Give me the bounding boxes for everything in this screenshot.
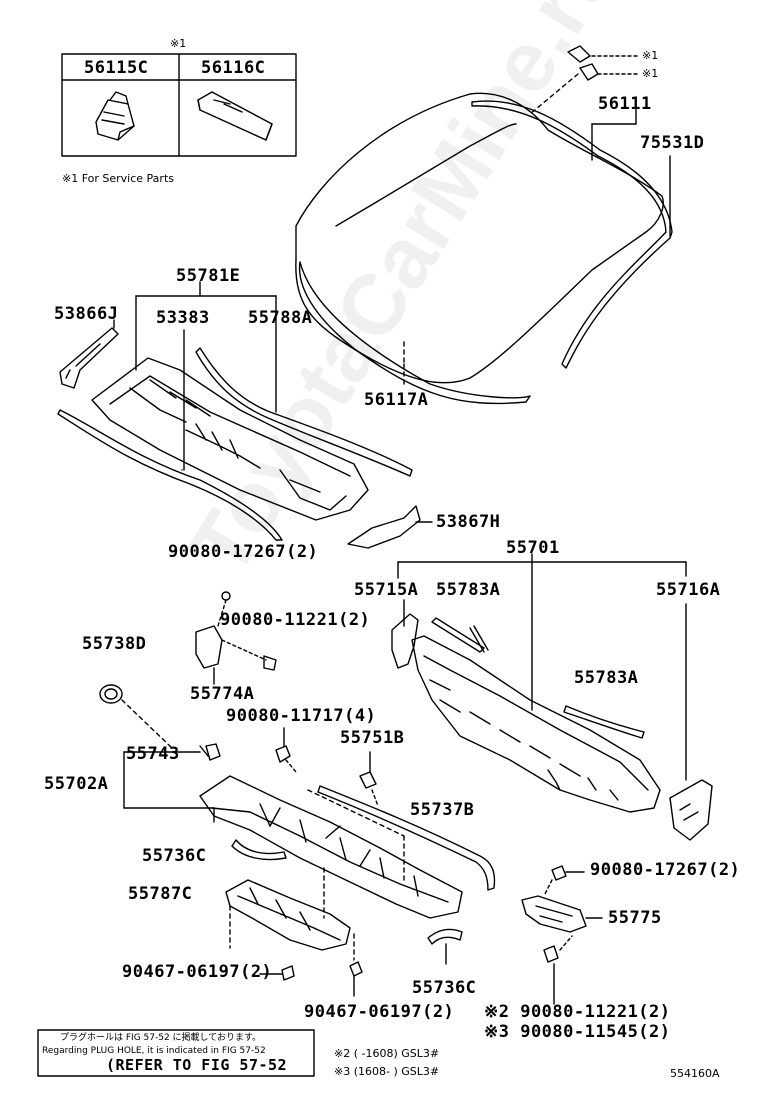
callout-mark-1b: ※1 xyxy=(642,67,659,80)
part-55775: 55775 xyxy=(608,908,662,928)
bracket-55716a xyxy=(669,779,713,841)
part-55736c-a: 55736C xyxy=(142,846,207,866)
part-55702a: 55702A xyxy=(44,774,109,794)
part-75531d: 75531D xyxy=(640,133,705,153)
service-parts-box xyxy=(61,53,297,157)
part-90080-11221-a: 90080-11221(2) xyxy=(220,610,371,630)
cowl-panel-55701 xyxy=(411,625,661,813)
ref-box-frame xyxy=(37,1029,315,1077)
part-53867h: 53867H xyxy=(436,512,501,532)
part-90080-17267-b: 90080-17267(2) xyxy=(590,860,741,880)
figure-id: 554160A xyxy=(670,1067,720,1080)
part-53866j: 53866J xyxy=(54,304,119,324)
leaders-55702a xyxy=(123,745,215,809)
clip-56115c-drawing xyxy=(95,91,135,141)
footnote-2: ※2 ( -1608) GSL3# xyxy=(334,1047,440,1060)
part-90080-11221-b: ※2 90080-11221(2) xyxy=(484,1002,671,1022)
bracket-55775 xyxy=(521,865,603,1005)
clip-top-right xyxy=(529,45,639,115)
bolt-90080-11717 xyxy=(275,727,297,773)
part-56117a: 56117A xyxy=(364,390,429,410)
part-55715a: 55715A xyxy=(354,580,419,600)
part-90467-06197-b: 90467-06197(2) xyxy=(304,1002,455,1022)
service-mark: ※1 xyxy=(170,37,187,50)
leaders-top xyxy=(403,107,671,385)
part-55738d: 55738D xyxy=(82,634,147,654)
clip-55751b xyxy=(359,751,379,807)
part-90080-17267-a: 90080-17267(2) xyxy=(168,542,319,562)
leaders-55701 xyxy=(397,553,687,781)
part-56111: 56111 xyxy=(598,94,652,114)
cowl-panel-55702a xyxy=(199,743,463,919)
part-56116c: 56116C xyxy=(201,58,266,78)
windshield-glass xyxy=(295,92,664,384)
part-55783a-a: 55783A xyxy=(436,580,501,600)
part-55783a-b: 55783A xyxy=(574,668,639,688)
bracket-55715a xyxy=(391,613,419,669)
bracket-55774a xyxy=(195,591,277,685)
screws-90467 xyxy=(259,961,363,997)
ref-line-jp: プラグホールは FIG 57-52 に掲載しております。 xyxy=(60,1033,262,1043)
callout-mark-1a: ※1 xyxy=(642,49,659,62)
part-55737b: 55737B xyxy=(410,800,475,820)
cover-55787c xyxy=(225,867,355,961)
grommet-55738d xyxy=(99,684,173,749)
part-55787c: 55787C xyxy=(128,884,193,904)
part-55716a: 55716A xyxy=(656,580,721,600)
part-90467-06197-a: 90467-06197(2) xyxy=(122,962,273,982)
seal-55736c-a xyxy=(231,839,287,861)
ref-line-refer: (REFER TO FIG 57-52 xyxy=(106,1056,288,1074)
part-55774a: 55774A xyxy=(190,684,255,704)
part-56115c: 56115C xyxy=(84,58,149,78)
clip-56116c-drawing xyxy=(197,91,273,141)
part-90080-11545: ※3 90080-11545(2) xyxy=(484,1022,671,1042)
seal-55788a xyxy=(195,347,413,477)
part-53383: 53383 xyxy=(156,308,210,328)
seal-55737b xyxy=(307,785,496,891)
part-55701: 55701 xyxy=(506,538,560,558)
part-55743: 55743 xyxy=(126,744,180,764)
ref-line-en: Regarding PLUG HOLE, it is indicated in … xyxy=(42,1046,266,1056)
cowl-louver-55781e xyxy=(57,357,369,541)
moulding-75531d xyxy=(298,100,673,405)
part-55751b: 55751B xyxy=(340,728,405,748)
leaders-misc xyxy=(113,319,485,653)
footnote-3: ※3 (1608- ) GSL3# xyxy=(334,1065,440,1078)
part-90080-11717: 90080-11717(4) xyxy=(226,706,377,726)
part-55736c-b: 55736C xyxy=(412,978,477,998)
seal-55736c-b xyxy=(427,928,463,965)
bracket-53867h xyxy=(347,505,433,549)
leaders-55781e xyxy=(135,281,277,471)
service-note: ※1 For Service Parts xyxy=(62,172,174,185)
part-55781e: 55781E xyxy=(176,266,241,286)
part-55788a: 55788A xyxy=(248,308,313,328)
bracket-53866j xyxy=(59,327,119,389)
